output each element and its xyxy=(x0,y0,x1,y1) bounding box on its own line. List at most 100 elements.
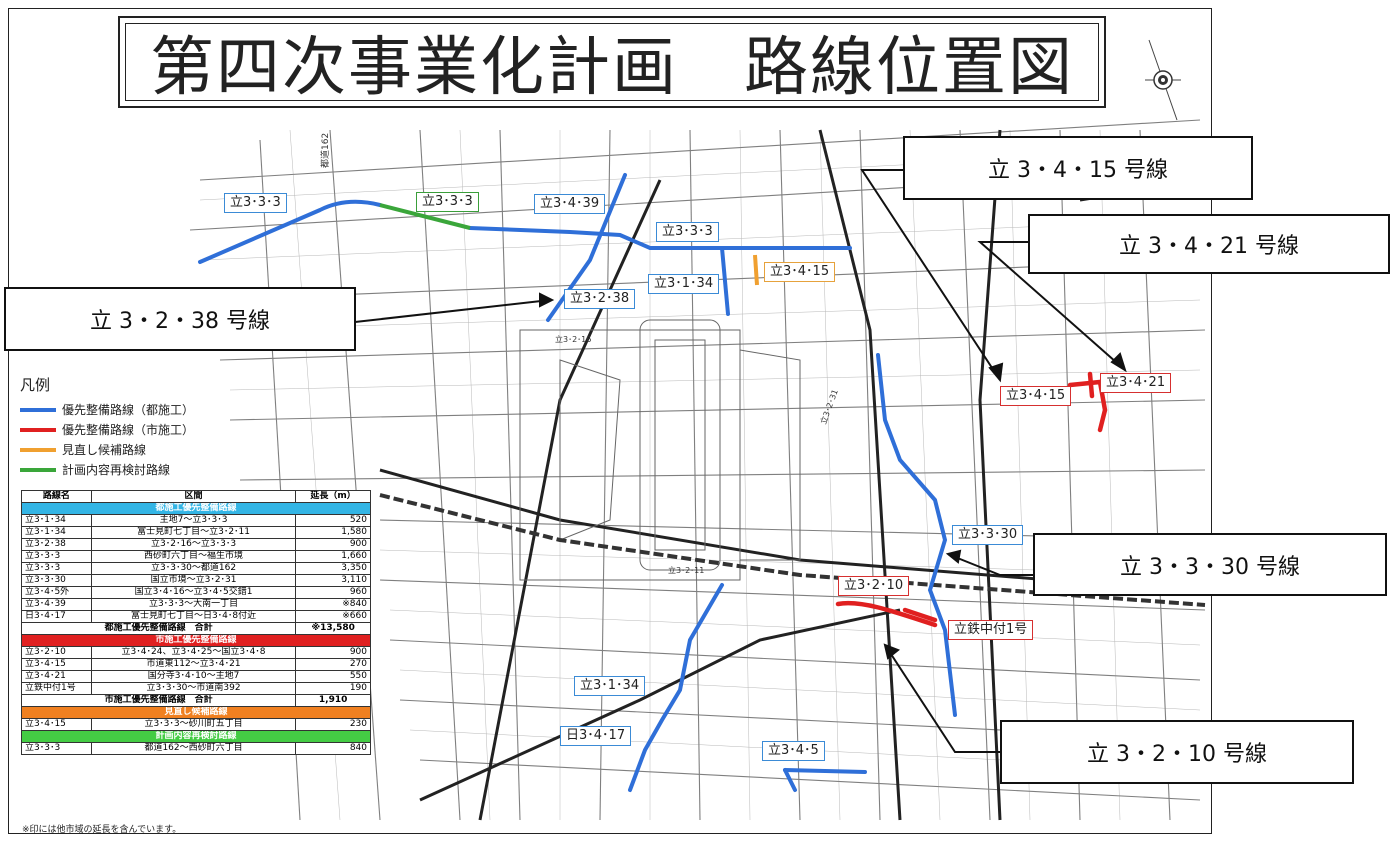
table-cell: 立3･4･24、立3･4･25～国立3･4･8 xyxy=(90,646,297,659)
table-cell: 立3･4･21 xyxy=(21,670,92,683)
table-cell: 立3･4･15 xyxy=(21,718,92,731)
table-cell: 立3･2･16～立3･3･3 xyxy=(90,538,297,551)
table-cell: 3,350 xyxy=(295,562,371,575)
table-cell: 主地7～立3･3･3 xyxy=(90,514,297,527)
road-label: 立3･3･30 xyxy=(952,525,1024,545)
table-cell: 550 xyxy=(295,670,371,683)
table-cell: 立3･4･5外 xyxy=(21,586,92,599)
minor-streets xyxy=(199,129,1201,821)
legend-swatch xyxy=(20,447,56,452)
callout-box: 立 3・3・30 号線 xyxy=(1033,533,1387,596)
table-header: 延長（m） xyxy=(295,490,371,503)
priority-routes-city xyxy=(835,371,1108,628)
table-cell: 立3･3･30～市道南392 xyxy=(90,682,297,695)
street-label: 立3･2･11 xyxy=(668,566,705,575)
callout-box: 立 3・2・10 号線 xyxy=(1000,720,1354,784)
callout-box: 立 3・2・38 号線 xyxy=(4,287,356,351)
table-cell: 立3･3･3 xyxy=(21,742,92,755)
legend-title: 凡例 xyxy=(20,376,51,394)
table-cell: ※660 xyxy=(295,610,371,623)
road-label: 立3･4･15 xyxy=(764,262,836,282)
legend-item: 優先整備路線（都施工） xyxy=(20,401,280,418)
table-cell: 3,110 xyxy=(295,574,371,587)
legend-label: 優先整備路線（市施工） xyxy=(62,423,195,437)
street-label: 都道162 xyxy=(321,132,331,168)
table-cell: 市道東112～立3･4･21 xyxy=(90,658,297,671)
footnote: ※印には他市域の延長を含んでいます。 xyxy=(22,825,182,835)
compass-rose-icon xyxy=(1145,39,1181,121)
table-section-label: 都施工優先整備路線 xyxy=(21,502,371,515)
table-cell: 立3･3･30～都道162 xyxy=(90,562,297,575)
table-cell: 西砂町六丁目～福生市境 xyxy=(90,550,297,563)
table-cell: ※840 xyxy=(295,598,371,611)
table-total-value: ※13,580 xyxy=(295,622,371,635)
table-cell: 立3･1･34 xyxy=(21,514,92,527)
table-section-label: 見直し候補路線 xyxy=(21,706,371,719)
table-cell: 立3･3･3～大南一丁目 xyxy=(90,598,297,611)
recheck-route xyxy=(379,203,471,230)
table-cell: 立3･3･30 xyxy=(21,574,92,587)
table-cell: 900 xyxy=(295,646,371,659)
table-cell: 国分寺3･4･10～主地7 xyxy=(90,670,297,683)
legend-label: 優先整備路線（都施工） xyxy=(62,403,195,417)
road-label: 日3･4･17 xyxy=(560,726,632,746)
table-cell: 立3･1･34 xyxy=(21,526,92,539)
table-cell: 1,660 xyxy=(295,550,371,563)
legend-swatch xyxy=(20,427,56,432)
legend: 凡例 優先整備路線（都施工） 優先整備路線（市施工） 見直し候補路線 計画内容再… xyxy=(20,374,280,481)
legend-swatch xyxy=(20,407,56,412)
table-cell: 立3･4･15 xyxy=(21,658,92,671)
table-cell: 国立3･4･16～立3･4･5交錯1 xyxy=(90,586,297,599)
road-label: 立鉄中付1号 xyxy=(948,620,1034,640)
road-label: 立3･4･5 xyxy=(762,741,825,761)
table-cell: 230 xyxy=(295,718,371,731)
legend-swatch xyxy=(20,467,56,472)
railway-line xyxy=(379,493,1206,607)
table-section-row: 見直し候補路線 xyxy=(21,706,371,719)
table-cell: 190 xyxy=(295,682,371,695)
road-label: 立3･3･3 xyxy=(656,222,719,242)
table-cell: 立3･2･10 xyxy=(21,646,92,659)
callout-box: 立 3・4・21 号線 xyxy=(1028,214,1390,274)
table-cell: 立3･3･3 xyxy=(21,550,92,563)
legend-label: 見直し候補路線 xyxy=(62,443,147,457)
road-label: 立3･3･3 xyxy=(224,193,287,213)
table-header: 区間 xyxy=(90,490,297,503)
callout-arrows xyxy=(354,169,1127,753)
table-cell: 富士見町七丁目～立3･2･11 xyxy=(90,526,297,539)
table-total-value: 1,910 xyxy=(295,694,371,707)
table-cell: 270 xyxy=(295,658,371,671)
table-cell: 立3･3･3 xyxy=(21,562,92,575)
road-label: 立3･4･39 xyxy=(534,194,606,214)
legend-item: 見直し候補路線 xyxy=(20,441,280,458)
legend-item: 計画内容再検討路線 xyxy=(20,461,280,478)
table-total-row: 都施工優先整備路線 合計※13,580 xyxy=(20,622,371,635)
page-title: 第四次事業化計画 路線位置図 xyxy=(150,31,1074,105)
road-label: 立3･4･15 xyxy=(1000,386,1072,406)
table-cell: 都道162～西砂町六丁目 xyxy=(90,742,297,755)
table-cell: 立鉄中付1号 xyxy=(21,682,92,695)
road-label: 立3･2･38 xyxy=(564,289,636,309)
table-section-row: 計画内容再検討路線 xyxy=(21,730,371,743)
table-total-label: 市施工優先整備路線 合計 xyxy=(20,694,297,707)
table-cell: 国立市境～立3･2･31 xyxy=(90,574,297,587)
callout-box: 立 3・4・15 号線 xyxy=(903,136,1253,200)
table-section-label: 計画内容再検討路線 xyxy=(21,730,371,743)
table-cell: 立3･4･39 xyxy=(21,598,92,611)
table-section-row: 都施工優先整備路線 xyxy=(21,502,371,515)
table-cell: 960 xyxy=(295,586,371,599)
table-cell: 1,580 xyxy=(295,526,371,539)
